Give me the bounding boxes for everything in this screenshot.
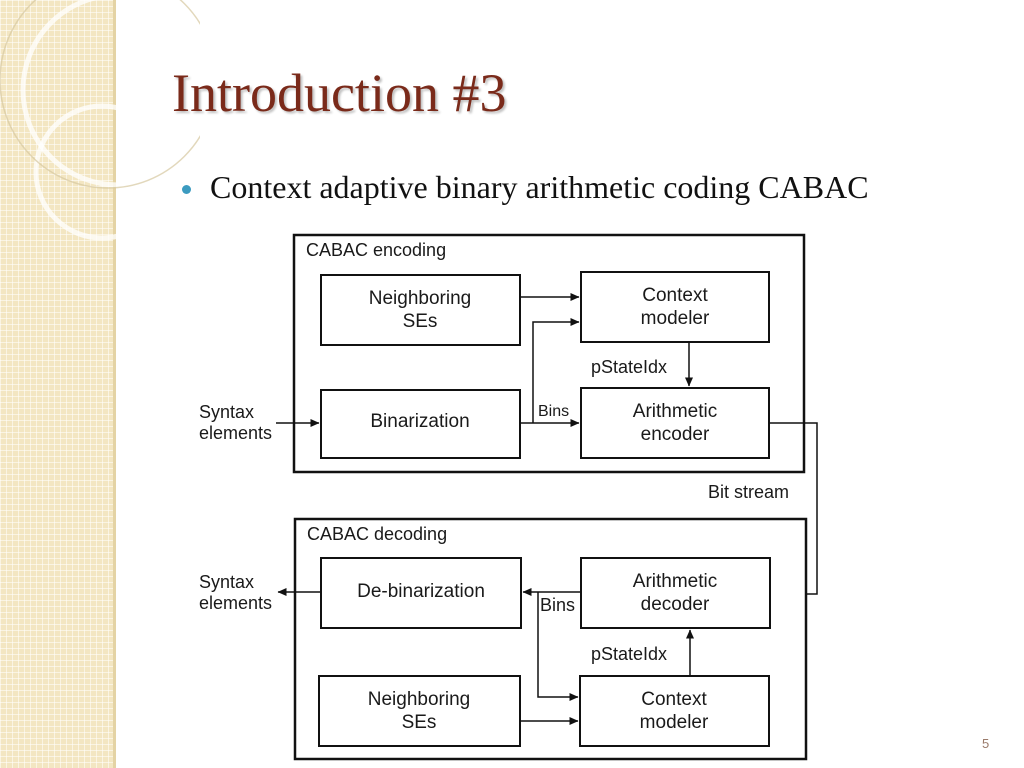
dec-neighboring-label-line1: Neighboring <box>368 689 470 710</box>
slide-title: Introduction #3 <box>172 63 507 123</box>
dec-debinarization-label: De-binarization <box>357 581 485 602</box>
dec-neighboring-label-line2: SEs <box>402 712 437 733</box>
dec-arithmetic-label-line1: Arithmetic <box>633 571 717 592</box>
decoding-panel-title: CABAC decoding <box>307 524 447 544</box>
dec-syntax-elements-line1: Syntax <box>199 572 254 592</box>
page-number: 5 <box>982 736 990 751</box>
bullet-text: Context adaptive binary arithmetic codin… <box>210 169 869 205</box>
dec-context-modeler-block <box>579 675 770 747</box>
arrow-bins-to-context <box>537 592 579 701</box>
decorative-ring-outline <box>0 0 200 189</box>
enc-neighboring-ses-block <box>320 274 521 346</box>
dec-syntax-elements-line2: elements <box>199 593 272 613</box>
enc-bins-label: Bins <box>538 403 569 420</box>
dec-debinarization-block <box>320 557 522 629</box>
enc-syntax-elements-line1: Syntax <box>199 402 254 422</box>
arrow-bins-to-context <box>532 318 580 423</box>
enc-neighboring-label-line1: Neighboring <box>369 288 471 309</box>
bullet-item: Context adaptive binary arithmetic codin… <box>182 169 869 206</box>
dec-context-label-line2: modeler <box>640 712 709 733</box>
decorative-rings <box>0 0 200 241</box>
stripe-edge-line <box>113 0 116 768</box>
enc-context-modeler-block <box>580 271 770 343</box>
enc-neighboring-label-line2: SEs <box>403 311 438 332</box>
dec-neighboring-ses-block <box>318 675 521 747</box>
enc-arithmetic-label-line1: Arithmetic <box>633 401 717 422</box>
enc-binarization-block <box>320 389 521 459</box>
encoding-panel-title: CABAC encoding <box>306 240 446 260</box>
enc-context-label-line2: modeler <box>641 308 710 329</box>
bit-stream-label: Bit stream <box>708 482 789 502</box>
bullet-dot-icon <box>182 185 191 194</box>
decorative-side-stripe <box>0 0 113 768</box>
enc-pstateidx-label: pStateIdx <box>591 357 667 377</box>
decorative-ring-small <box>33 103 171 241</box>
enc-arithmetic-label-line2: encoder <box>641 424 710 445</box>
enc-syntax-elements-line2: elements <box>199 423 272 443</box>
dec-arithmetic-label-line2: decoder <box>641 594 710 615</box>
decorative-ring-large <box>20 0 200 188</box>
enc-context-label-line1: Context <box>642 285 708 306</box>
enc-arithmetic-encoder-block <box>580 387 770 459</box>
dec-pstateidx-label: pStateIdx <box>591 644 667 664</box>
dec-bins-label: Bins <box>540 595 575 615</box>
dec-arithmetic-decoder-block <box>580 557 771 629</box>
dec-context-label-line1: Context <box>641 689 707 710</box>
enc-binarization-label: Binarization <box>370 411 469 432</box>
